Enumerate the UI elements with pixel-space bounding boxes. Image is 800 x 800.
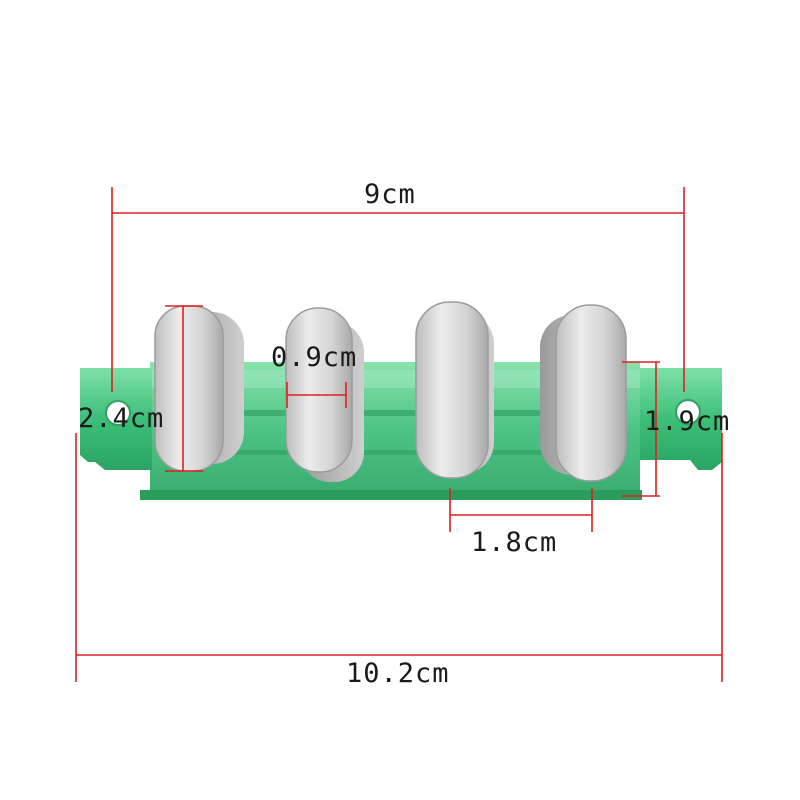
dimension-line-2-4cm bbox=[165, 305, 203, 472]
label-button-spacing: 1.8cm bbox=[471, 527, 558, 558]
label-base-height: 1.9cm bbox=[644, 406, 731, 437]
dimension-line-0-9cm bbox=[286, 382, 347, 408]
dimension-line-10-2cm bbox=[75, 433, 723, 682]
label-button-width: 0.9cm bbox=[271, 342, 358, 373]
label-total-length: 10.2cm bbox=[346, 658, 450, 689]
button-1 bbox=[154, 305, 244, 472]
right-mounting-tab bbox=[640, 368, 722, 470]
label-overall-width: 9cm bbox=[364, 179, 416, 210]
left-mounting-tab bbox=[80, 368, 152, 470]
label-button-height: 2.4cm bbox=[78, 403, 165, 434]
button-4 bbox=[540, 304, 627, 482]
button-2 bbox=[285, 307, 364, 482]
dimension-line-9cm bbox=[111, 187, 685, 392]
dimension-line-1-8cm bbox=[449, 488, 593, 532]
green-base bbox=[140, 362, 642, 500]
button-3 bbox=[415, 301, 494, 479]
dimension-line-1-9cm bbox=[622, 361, 660, 497]
